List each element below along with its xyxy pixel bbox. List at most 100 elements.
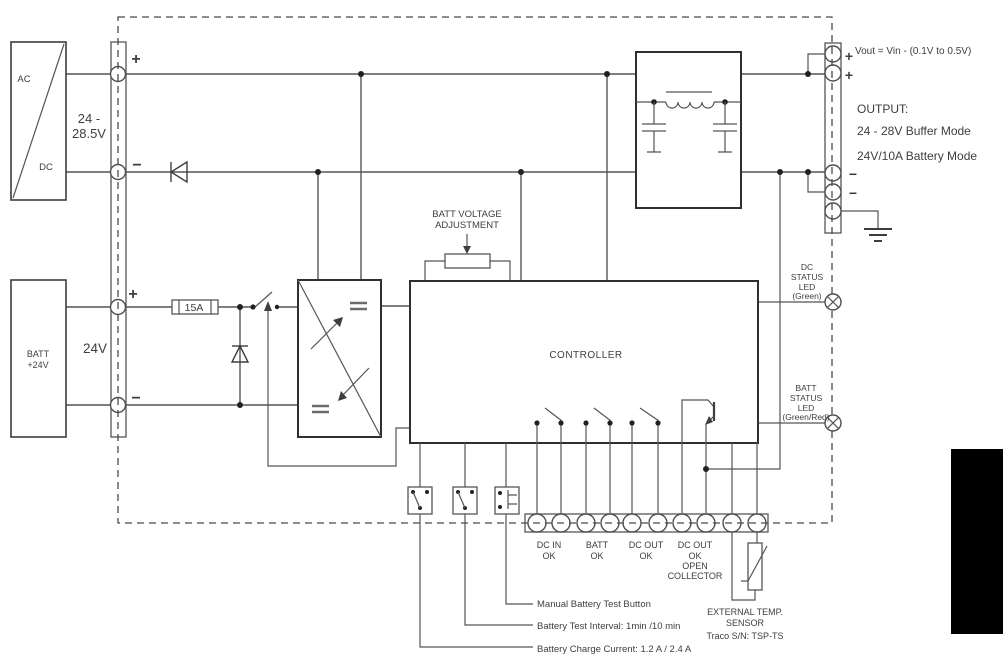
battery-switch [250,291,280,311]
acdc-diagonal [12,43,65,199]
junction-dot [237,304,243,310]
switch-control-arrow [264,301,272,311]
capacitor-left [642,102,666,153]
output-terminal-block [824,42,842,234]
batt-led-label-2: STATUS [790,393,823,403]
contact-dot [629,420,635,426]
dcdc-converter [297,279,382,438]
junction-dot [805,71,811,77]
dc-symbol-bottom [312,404,329,414]
battery-minus-sign: − [131,390,140,407]
dcdc-diagonal [297,279,382,438]
emitter-arrowhead [705,416,713,425]
config-selectors [407,443,533,648]
dcdc-arrow-up [310,321,339,350]
temp-sensor-leads [731,443,758,601]
output-minus-sign-2: − [849,185,857,201]
acdc-dc-label: DC [39,162,53,173]
terminal-label-oc-2: OK [688,551,701,561]
open-collector-transistor [681,399,716,523]
output-filter [635,51,742,209]
fuse-body [171,299,219,315]
battery-label-line1: BATT [27,349,50,359]
junction-dot [358,71,364,77]
filter-box [635,51,742,209]
dc-out-ok-leads [631,423,659,523]
dc-symbol-top [350,301,367,311]
lamp-cross [826,295,840,309]
dc-led-label-1: DC [801,262,813,272]
output-plus-bracket [807,53,825,74]
labels: AC DC 24 - 28.5V + − BATT +24V 24V + − 1… [17,46,977,655]
relay-contacts [534,407,661,523]
pot-body [444,253,491,269]
junction-dot [518,169,524,175]
thermistor-diagonal [741,545,768,582]
battery-diode [230,344,250,363]
fuse-rating-label: 15A [185,302,204,314]
contact-dot [583,420,589,426]
temp-sensor-label-3: Traco S/N: TSP-TS [706,631,783,641]
manual-test-jumper [494,486,520,515]
junction-dot [315,169,321,175]
battery-label-line2: +24V [27,360,48,370]
temp-sensor-label-2: SENSOR [726,618,765,628]
input-minus-sign: − [132,157,141,174]
contact-dot [534,420,540,426]
terminal-label-oc-4: COLLECTOR [668,571,723,581]
capacitor-right [713,102,737,153]
dc-status-led [824,293,842,311]
terminal-label-dc-out-2: OK [639,551,652,561]
junction-dot [703,466,709,472]
terminal-out-plus-1 [824,45,842,63]
switch-dot [425,490,429,494]
temp-sensor-label-1: EXTERNAL TEMP. [707,607,783,617]
terminal-label-batt-1: BATT [586,540,609,550]
switch-blade [254,291,273,308]
junction-dot [604,71,610,77]
terminal-label-dc-in-2: OK [542,551,555,561]
earth-bars [864,228,892,242]
manual-test-callout-line [505,514,533,605]
switch-contact-left [250,304,256,310]
input-voltage-line2: 28.5V [72,126,106,141]
input-plus-sign: + [131,51,140,68]
junction-dot [805,169,811,175]
jumper-dot [498,505,502,509]
lamp-cross [826,416,840,430]
vout-formula: Vout = Vin - (0.1V to 0.5V) [855,46,971,57]
ground-wire [840,210,879,229]
open-collector-return [706,172,781,470]
jumper-dot [498,491,502,495]
batt-led-label-4: (Green/Red) [782,412,829,422]
switch-contact-right [274,304,280,310]
terminal-label-oc-1: DC OUT [678,540,713,550]
battery-plus-sign: + [128,286,137,303]
pot-right-lead [490,260,511,281]
dcdc-arrowhead-up [333,317,343,327]
adjustment-arrowhead [463,246,471,254]
external-temp-sensor [741,542,768,591]
terminal-label-dc-in-1: DC IN [537,540,562,550]
black-cover-box [951,449,1003,634]
adjustment-label-line2: ADJUSTMENT [435,220,499,231]
output-minus-bracket [807,172,825,193]
junction-dots [237,71,811,408]
output-battery-mode: 24V/10A Battery Mode [857,149,977,163]
battery-box [10,279,67,438]
acdc-converter [10,41,67,201]
fuse-15a [171,299,219,315]
input-voltage-line1: 24 - [78,111,100,126]
dcdc-arrow-down [342,367,370,396]
input-diode [169,160,188,184]
callout-test-interval: Battery Test Interval: 1min /10 min [537,621,680,632]
inductor-coil [665,101,715,109]
batt-status-led [824,414,842,432]
fuse-end-caps [178,300,212,314]
output-title: OUTPUT: [857,102,908,116]
jumper-bracket [507,490,517,509]
batt-ok-leads [585,423,611,523]
output-plus-sign-1: + [845,48,853,64]
